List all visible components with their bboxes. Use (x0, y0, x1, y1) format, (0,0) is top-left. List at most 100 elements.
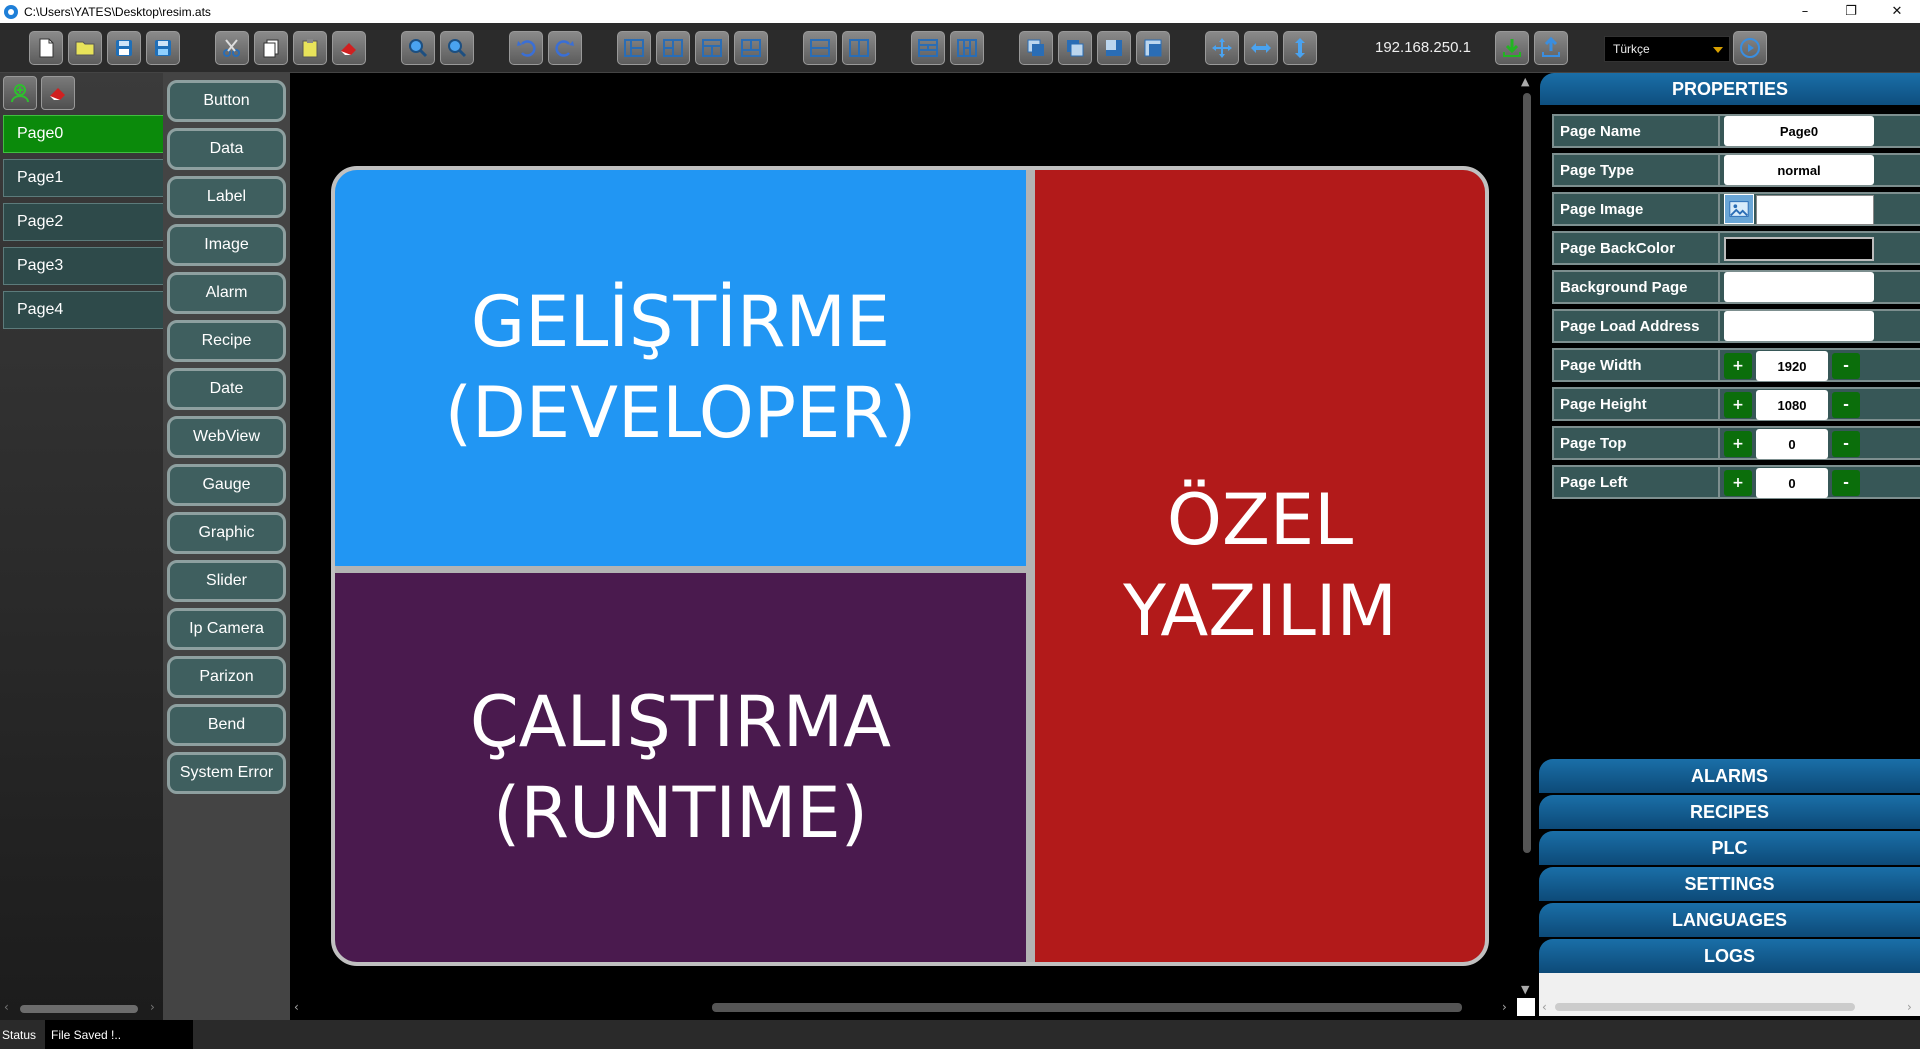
language-select[interactable]: Türkçe (1604, 36, 1730, 62)
widget-gauge[interactable]: Gauge (167, 464, 286, 506)
page-height-plus-button[interactable]: + (1724, 392, 1752, 418)
widget-button[interactable]: Button (167, 80, 286, 122)
page-top-plus-button[interactable]: + (1724, 431, 1752, 457)
layout-3-icon[interactable] (695, 31, 729, 65)
delete-page-icon[interactable] (41, 76, 75, 110)
widget-graphic[interactable]: Graphic (167, 512, 286, 554)
layout-5-icon[interactable] (803, 31, 837, 65)
layer-4-icon[interactable] (1136, 31, 1170, 65)
properties-horizontal-scrollbar[interactable]: ‹ › (1539, 998, 1920, 1016)
section-logs[interactable]: LOGS (1539, 939, 1920, 973)
image-picker-icon[interactable] (1724, 194, 1754, 224)
scroll-right-icon[interactable]: › (150, 1000, 155, 1014)
page-height-minus-button[interactable]: - (1832, 392, 1860, 418)
page-width-minus-button[interactable]: - (1832, 353, 1860, 379)
page-item-page1[interactable]: Page1 (3, 159, 163, 197)
page-item-page2[interactable]: Page2 (3, 203, 163, 241)
layout-1-icon[interactable] (617, 31, 651, 65)
page-preview[interactable]: GELİŞTİRME (DEVELOPER) ÇALIŞTIRMA (RUNTI… (331, 166, 1489, 966)
layout-2-icon[interactable] (656, 31, 690, 65)
widget-label[interactable]: Label (167, 176, 286, 218)
section-plc[interactable]: PLC (1539, 831, 1920, 865)
page-name-input[interactable]: Page0 (1724, 116, 1874, 146)
scroll-right-icon[interactable]: › (1502, 1000, 1507, 1014)
scrollbar-thumb[interactable] (1555, 1003, 1855, 1011)
background-page-input[interactable] (1724, 272, 1874, 302)
section-recipes[interactable]: RECIPES (1539, 795, 1920, 829)
widget-slider[interactable]: Slider (167, 560, 286, 602)
redo-icon[interactable] (548, 31, 582, 65)
page-item-page4[interactable]: Page4 (3, 291, 163, 329)
canvas-horizontal-scrollbar[interactable]: ‹ › (290, 998, 1517, 1016)
runtime-tile[interactable]: ÇALIŞTIRMA (RUNTIME) (335, 573, 1026, 962)
upload-icon[interactable] (1534, 31, 1568, 65)
layout-8-icon[interactable] (950, 31, 984, 65)
new-file-icon[interactable] (29, 31, 63, 65)
canvas-vertical-scrollbar[interactable]: ▲ ▼ (1517, 73, 1535, 998)
page-left-input[interactable]: 0 (1756, 468, 1828, 498)
pages-horizontal-scrollbar[interactable]: ‹ › (0, 998, 163, 1016)
open-folder-icon[interactable] (68, 31, 102, 65)
restore-button[interactable]: ❐ (1845, 4, 1857, 19)
page-width-input[interactable]: 1920 (1756, 351, 1828, 381)
zoom-out-icon[interactable] (440, 31, 474, 65)
eraser-icon[interactable] (332, 31, 366, 65)
widget-recipe[interactable]: Recipe (167, 320, 286, 362)
layer-3-icon[interactable] (1097, 31, 1131, 65)
cut-icon[interactable] (215, 31, 249, 65)
scroll-left-icon[interactable]: ‹ (1542, 1000, 1547, 1014)
paste-icon[interactable] (293, 31, 327, 65)
close-button[interactable]: ✕ (1891, 4, 1903, 19)
section-alarms[interactable]: ALARMS (1539, 759, 1920, 793)
move-icon[interactable] (1205, 31, 1239, 65)
layout-6-icon[interactable] (842, 31, 876, 65)
developer-tile[interactable]: GELİŞTİRME (DEVELOPER) (335, 170, 1026, 566)
widget-alarm[interactable]: Alarm (167, 272, 286, 314)
page-load-address-input[interactable] (1724, 311, 1874, 341)
layer-2-icon[interactable] (1058, 31, 1092, 65)
layout-7-icon[interactable] (911, 31, 945, 65)
section-languages[interactable]: LANGUAGES (1539, 903, 1920, 937)
layout-4-icon[interactable] (734, 31, 768, 65)
page-backcolor-swatch[interactable] (1724, 237, 1874, 261)
page-left-minus-button[interactable]: - (1832, 470, 1860, 496)
page-width-plus-button[interactable]: + (1724, 353, 1752, 379)
add-page-icon[interactable] (3, 76, 37, 110)
widget-data[interactable]: Data (167, 128, 286, 170)
resize-vertical-icon[interactable] (1283, 31, 1317, 65)
play-icon[interactable] (1733, 31, 1767, 65)
page-height-input[interactable]: 1080 (1756, 390, 1828, 420)
scroll-down-icon[interactable]: ▼ (1521, 983, 1530, 996)
widget-bend[interactable]: Bend (167, 704, 286, 746)
properties-header[interactable]: PROPERTIES (1540, 73, 1920, 105)
scrollbar-thumb[interactable] (1523, 93, 1531, 853)
scrollbar-thumb[interactable] (712, 1003, 1462, 1012)
scroll-left-icon[interactable]: ‹ (4, 1000, 9, 1014)
minimize-button[interactable]: – (1801, 4, 1809, 19)
widget-ip-camera[interactable]: Ip Camera (167, 608, 286, 650)
save-as-icon[interactable] (146, 31, 180, 65)
scroll-up-icon[interactable]: ▲ (1521, 75, 1530, 88)
page-top-minus-button[interactable]: - (1832, 431, 1860, 457)
widget-webview[interactable]: WebView (167, 416, 286, 458)
undo-icon[interactable] (509, 31, 543, 65)
page-type-select[interactable]: normal (1724, 155, 1874, 185)
page-item-page3[interactable]: Page3 (3, 247, 163, 285)
widget-date[interactable]: Date (167, 368, 286, 410)
scroll-left-icon[interactable]: ‹ (294, 1000, 299, 1014)
widget-image[interactable]: Image (167, 224, 286, 266)
section-settings[interactable]: SETTINGS (1539, 867, 1920, 901)
zoom-in-icon[interactable] (401, 31, 435, 65)
widget-system-error[interactable]: System Error (167, 752, 286, 794)
scroll-right-icon[interactable]: › (1907, 1000, 1912, 1014)
page-image-input[interactable] (1756, 195, 1874, 225)
page-item-page0[interactable]: Page0 (3, 115, 163, 153)
page-left-plus-button[interactable]: + (1724, 470, 1752, 496)
widget-parizon[interactable]: Parizon (167, 656, 286, 698)
resize-horizontal-icon[interactable] (1244, 31, 1278, 65)
save-icon[interactable] (107, 31, 141, 65)
custom-software-tile[interactable]: ÖZEL YAZILIM (1035, 170, 1485, 962)
copy-icon[interactable] (254, 31, 288, 65)
layer-1-icon[interactable] (1019, 31, 1053, 65)
scrollbar-thumb[interactable] (20, 1005, 138, 1013)
